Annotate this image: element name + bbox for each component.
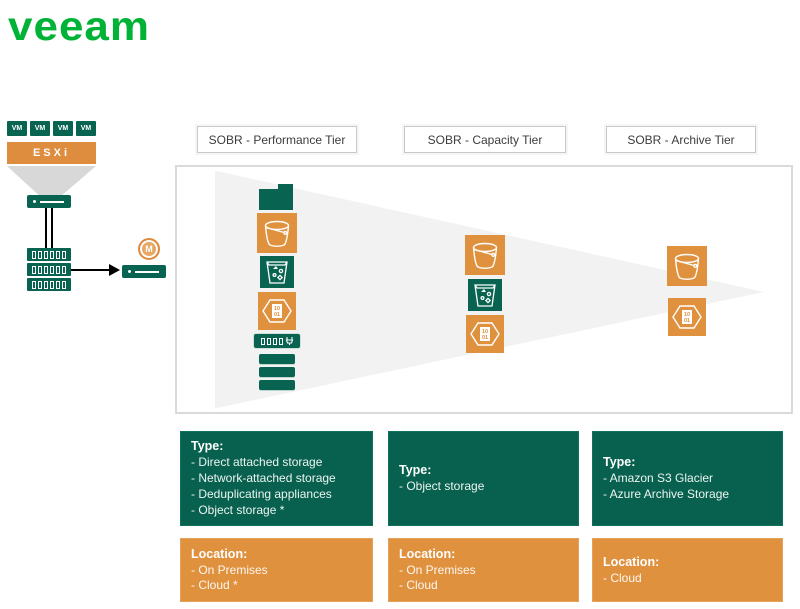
list-item: - Deduplicating appliances [191, 486, 332, 501]
arrow-head-icon [109, 264, 120, 276]
plug-glyph [285, 337, 293, 345]
location-title: Location: [399, 546, 456, 561]
type-items: - Amazon S3 Glacier- Azure Archive Stora… [603, 471, 776, 503]
managed-server-badge-icon: M [138, 238, 160, 260]
disk-stack-icon [259, 354, 295, 390]
list-item: VM [53, 121, 73, 136]
type-title: Type: [191, 439, 224, 454]
list-item: - Direct attached storage [191, 455, 323, 470]
header-performance-tier: SOBR - Performance Tier [197, 126, 357, 153]
type-items: - Object storage [399, 479, 572, 495]
server-slot [40, 201, 64, 203]
hexagon-object-icon: 10 01 [668, 298, 706, 336]
repository-server-icon [122, 265, 166, 278]
svg-text:01: 01 [684, 318, 690, 324]
type-title: Type: [399, 463, 432, 478]
list-item: - Azure Archive Storage [603, 486, 730, 501]
list-item: VM [76, 121, 96, 136]
list-item: - Object storage * [191, 502, 285, 517]
location-box-performance: Location: - On Premises- Cloud * [180, 538, 373, 602]
header-archive-tier: SOBR - Archive Tier [606, 126, 756, 153]
list-item: - On Premises [399, 562, 476, 577]
blob-bin-icon [260, 256, 294, 288]
bucket-icon [667, 246, 707, 286]
type-box-capacity: Type: - Object storage [388, 431, 579, 526]
header-capacity-tier: SOBR - Capacity Tier [404, 126, 566, 153]
list-item: VM [7, 121, 27, 136]
svg-text:10: 10 [684, 312, 690, 318]
list-item: - Amazon S3 Glacier [603, 471, 714, 486]
arrow-line [71, 269, 111, 271]
bucket-icon [465, 235, 505, 275]
location-title: Location: [191, 546, 248, 561]
location-title: Location: [603, 554, 660, 569]
veeam-logo: veeam [8, 4, 151, 50]
location-items: - Cloud [603, 571, 776, 587]
svg-text:01: 01 [482, 335, 488, 341]
disk-array-icon [27, 248, 71, 291]
list-item: - Cloud * [191, 578, 238, 593]
svg-text:10: 10 [274, 306, 280, 312]
folder-icon [257, 181, 297, 211]
list-item: - Cloud [603, 570, 642, 585]
hexagon-object-icon: 10 01 [466, 315, 504, 353]
bucket-icon [257, 213, 297, 253]
server-led [128, 270, 131, 273]
connector-line [45, 208, 47, 248]
list-item: - Network-attached storage [191, 471, 336, 486]
location-items: - On Premises- Cloud * [191, 563, 366, 595]
esxi-host: ESXi [7, 142, 96, 164]
type-box-archive: Type: - Amazon S3 Glacier- Azure Archive… [592, 431, 783, 526]
location-box-archive: Location: - Cloud [592, 538, 783, 602]
type-box-performance: Type: - Direct attached storage- Network… [180, 431, 373, 526]
disk-shelf [27, 263, 71, 276]
svg-text:01: 01 [274, 312, 280, 318]
hexagon-object-icon: 10 01 [258, 292, 296, 330]
type-items: - Direct attached storage- Network-attac… [191, 455, 366, 518]
blob-bin-icon [468, 279, 502, 311]
server-led [33, 200, 36, 203]
location-box-capacity: Location: - On Premises- Cloud [388, 538, 579, 602]
proxy-server-icon [27, 195, 71, 208]
location-items: - On Premises- Cloud [399, 563, 572, 595]
list-item: - On Premises [191, 562, 268, 577]
list-item: - Object storage [399, 479, 485, 494]
server-slot [135, 271, 159, 273]
disk-shelf [27, 248, 71, 261]
list-item: VM [30, 121, 50, 136]
dedupe-appliance-icon [254, 334, 300, 348]
disk-shelf [27, 278, 71, 291]
connector-line [51, 208, 53, 248]
svg-text:10: 10 [482, 329, 488, 335]
type-title: Type: [603, 455, 636, 470]
list-item: - Cloud [399, 578, 438, 593]
